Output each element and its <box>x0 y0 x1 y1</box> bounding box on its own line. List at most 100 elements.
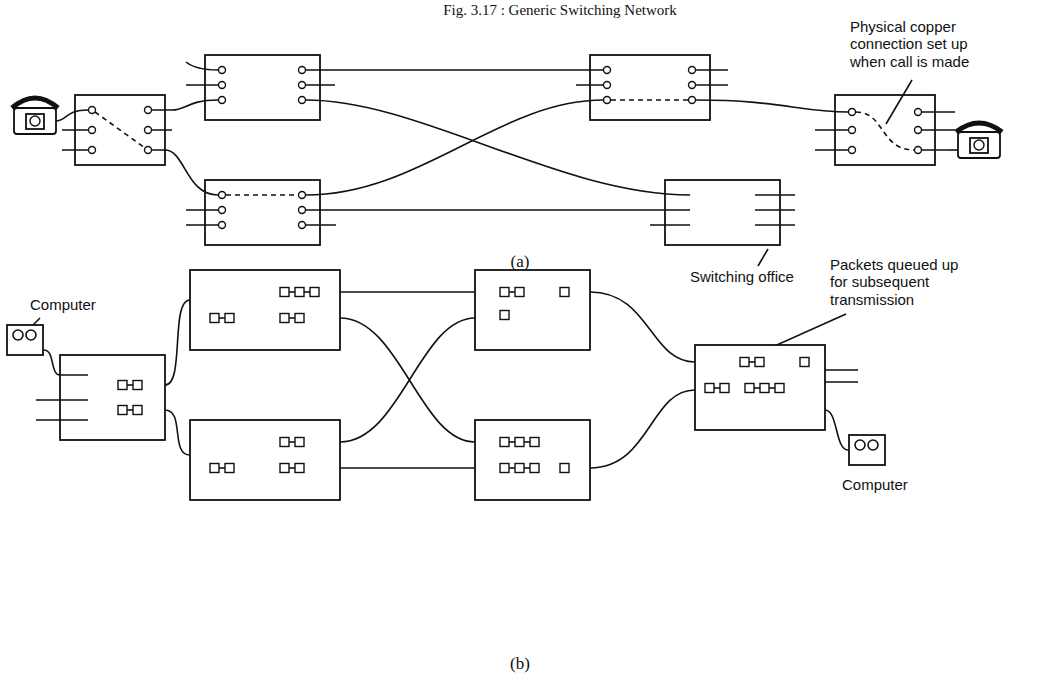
switch-contact <box>89 67 922 229</box>
packet-queue <box>515 464 524 473</box>
packet-queue <box>280 438 289 447</box>
switch-contact <box>604 67 611 74</box>
switch-contact <box>689 82 696 89</box>
packet-queue <box>740 358 749 367</box>
leader-line <box>886 80 912 124</box>
packet-queue <box>500 464 509 473</box>
packet-queue <box>530 438 539 447</box>
packet-queue <box>755 358 764 367</box>
packet-queue <box>560 288 569 297</box>
switch-contact <box>219 67 226 74</box>
switch-contact <box>219 192 226 199</box>
switching-office-box <box>590 55 710 120</box>
switching-office-box <box>475 420 590 500</box>
switching-office-box <box>190 420 340 500</box>
packet-queue <box>118 381 127 390</box>
copper-wire <box>186 62 690 195</box>
switching-office-box <box>75 95 165 165</box>
data-link <box>36 350 88 420</box>
switch-contact <box>299 207 306 214</box>
switching-office-box <box>835 95 935 165</box>
switch-contact <box>689 67 696 74</box>
packet-queue <box>280 288 289 297</box>
switch-contact <box>89 147 96 154</box>
packet-queue <box>280 314 289 323</box>
switch-contact <box>604 82 611 89</box>
copper-wire <box>56 110 172 150</box>
packet-queue <box>133 381 142 390</box>
panel-label: (a) <box>500 252 540 272</box>
telephone-right <box>950 123 1002 158</box>
leader-line <box>758 249 768 266</box>
switching-office-box <box>60 270 825 500</box>
switch-contact <box>299 192 306 199</box>
telephone-left <box>30 116 40 126</box>
telephone-right <box>956 123 1002 132</box>
switch-contact <box>915 127 922 134</box>
switch-contact <box>89 127 96 134</box>
packet-queue <box>133 406 142 415</box>
packet-queue <box>500 311 509 320</box>
leader-line <box>32 80 912 356</box>
computer-node: Computer <box>4 296 116 360</box>
packet-queue <box>118 406 127 415</box>
switch-contact <box>604 97 611 104</box>
packet-queue <box>775 384 784 393</box>
packet-queue <box>210 314 219 323</box>
switch-contact <box>219 222 226 229</box>
packet-queue <box>500 438 509 447</box>
switch-contact <box>145 107 152 114</box>
packet-queue <box>210 464 219 473</box>
switch-contact <box>689 97 696 104</box>
packet-queue <box>500 288 509 297</box>
switch-contact <box>145 127 152 134</box>
switching-office-box <box>205 180 320 245</box>
packet-queue <box>800 358 809 367</box>
copper-wire <box>186 100 690 225</box>
copper-wire <box>576 70 848 112</box>
packet-queue <box>295 314 304 323</box>
switching-office-box <box>60 355 165 440</box>
callout-note: Physical copper connection set up when c… <box>850 18 1000 70</box>
switch-contact <box>219 207 226 214</box>
packet-queue <box>225 314 234 323</box>
packet-queue <box>720 384 729 393</box>
switch-contact <box>145 147 152 154</box>
switch-contact <box>219 82 226 89</box>
copper-wire <box>650 195 795 225</box>
switch-contact <box>219 97 226 104</box>
computer-label: Computer <box>30 296 96 313</box>
telephone-left <box>12 98 58 108</box>
switching-office-box <box>190 270 340 350</box>
switch-contact <box>89 107 96 114</box>
packet-queue <box>760 384 769 393</box>
packet-queue <box>560 464 569 473</box>
switching-office-box <box>665 180 780 245</box>
packet-queue <box>705 384 714 393</box>
data-link <box>36 292 858 468</box>
packet-queue <box>530 464 539 473</box>
telephone-right <box>950 149 958 151</box>
data-link <box>165 300 190 455</box>
copper-wire <box>56 62 955 225</box>
switching-office-box <box>695 345 825 430</box>
packet-queue <box>225 464 234 473</box>
figure-title: Fig. 3.17 : Generic Switching Network <box>360 2 760 19</box>
packet-queue <box>280 464 289 473</box>
switching-office-box <box>475 270 590 350</box>
data-link <box>590 292 695 468</box>
packet-queue <box>515 438 524 447</box>
packet-queue <box>118 288 809 473</box>
switch-contact <box>915 147 922 154</box>
panel-label: (b) <box>500 654 540 674</box>
switch-contact <box>915 109 922 116</box>
switch-contact <box>299 97 306 104</box>
dashed-connection <box>226 194 298 196</box>
telephone-left <box>14 108 56 134</box>
computer-node: Computer <box>836 432 948 502</box>
packet-queue <box>295 438 304 447</box>
packet-queue <box>295 464 304 473</box>
copper-wire <box>165 100 218 195</box>
